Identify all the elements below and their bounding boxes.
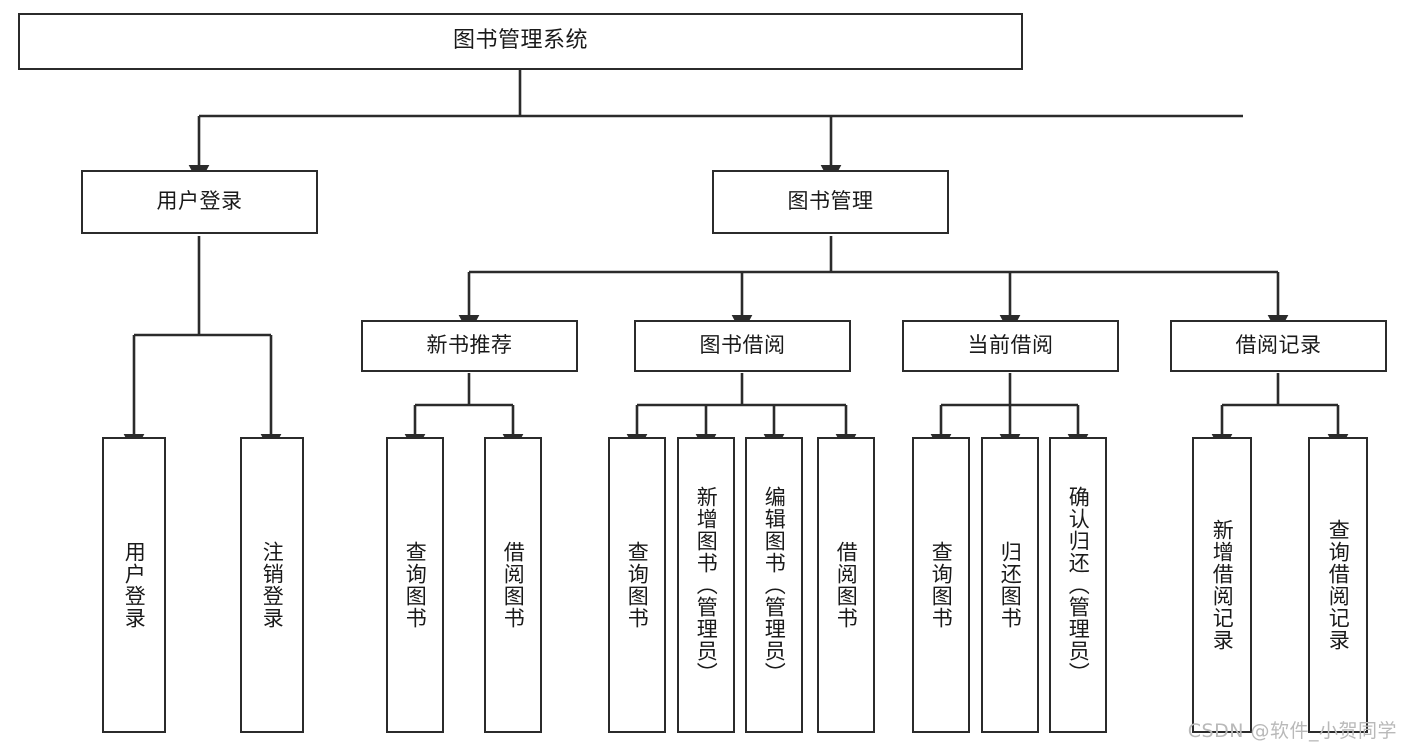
node-label: 查询图书 [929, 541, 954, 629]
node-borrow-records[interactable]: 借阅记录 [1170, 320, 1387, 372]
node-label: 图书管理系统 [452, 28, 588, 54]
node-label: 借阅记录 [1235, 333, 1322, 358]
leaf-query-book-current[interactable]: 查询图书 [912, 437, 970, 733]
node-label: 新增图书（管理员） [694, 486, 719, 684]
leaf-query-book-borrow[interactable]: 查询图书 [608, 437, 666, 733]
node-label: 图书借阅 [699, 333, 786, 358]
leaf-borrow-book[interactable]: 借阅图书 [817, 437, 875, 733]
node-label: 用户登录 [122, 541, 147, 629]
node-book-borrow[interactable]: 图书借阅 [634, 320, 851, 372]
node-label: 注销登录 [260, 541, 285, 629]
node-label: 查询图书 [625, 541, 650, 629]
leaf-borrow-book-recommend[interactable]: 借阅图书 [484, 437, 542, 733]
node-label: 查询借阅记录 [1326, 519, 1351, 651]
node-label: 图书管理 [787, 189, 874, 214]
node-label: 借阅图书 [501, 541, 526, 629]
node-root-book-management-system[interactable]: 图书管理系统 [18, 13, 1023, 70]
leaf-add-book-admin[interactable]: 新增图书（管理员） [677, 437, 735, 733]
leaf-query-book-recommend[interactable]: 查询图书 [386, 437, 444, 733]
node-label: 编辑图书（管理员） [762, 486, 787, 684]
node-new-book-recommend[interactable]: 新书推荐 [361, 320, 578, 372]
node-label: 借阅图书 [834, 541, 859, 629]
node-label: 确认归还（管理员） [1066, 486, 1091, 684]
leaf-add-borrow-record[interactable]: 新增借阅记录 [1192, 437, 1252, 733]
node-label: 新书推荐 [426, 333, 513, 358]
leaf-confirm-return-admin[interactable]: 确认归还（管理员） [1049, 437, 1107, 733]
leaf-return-book[interactable]: 归还图书 [981, 437, 1039, 733]
node-user-login[interactable]: 用户登录 [81, 170, 318, 234]
leaf-logout[interactable]: 注销登录 [240, 437, 304, 733]
leaf-edit-book-admin[interactable]: 编辑图书（管理员） [745, 437, 803, 733]
node-book-management[interactable]: 图书管理 [712, 170, 949, 234]
node-label: 当前借阅 [967, 333, 1054, 358]
node-label: 新增借阅记录 [1210, 519, 1235, 651]
leaf-query-borrow-record[interactable]: 查询借阅记录 [1308, 437, 1368, 733]
leaf-user-login[interactable]: 用户登录 [102, 437, 166, 733]
node-label: 查询图书 [403, 541, 428, 629]
node-label: 用户登录 [156, 189, 243, 214]
node-label: 归还图书 [998, 541, 1023, 629]
node-current-borrow[interactable]: 当前借阅 [902, 320, 1119, 372]
